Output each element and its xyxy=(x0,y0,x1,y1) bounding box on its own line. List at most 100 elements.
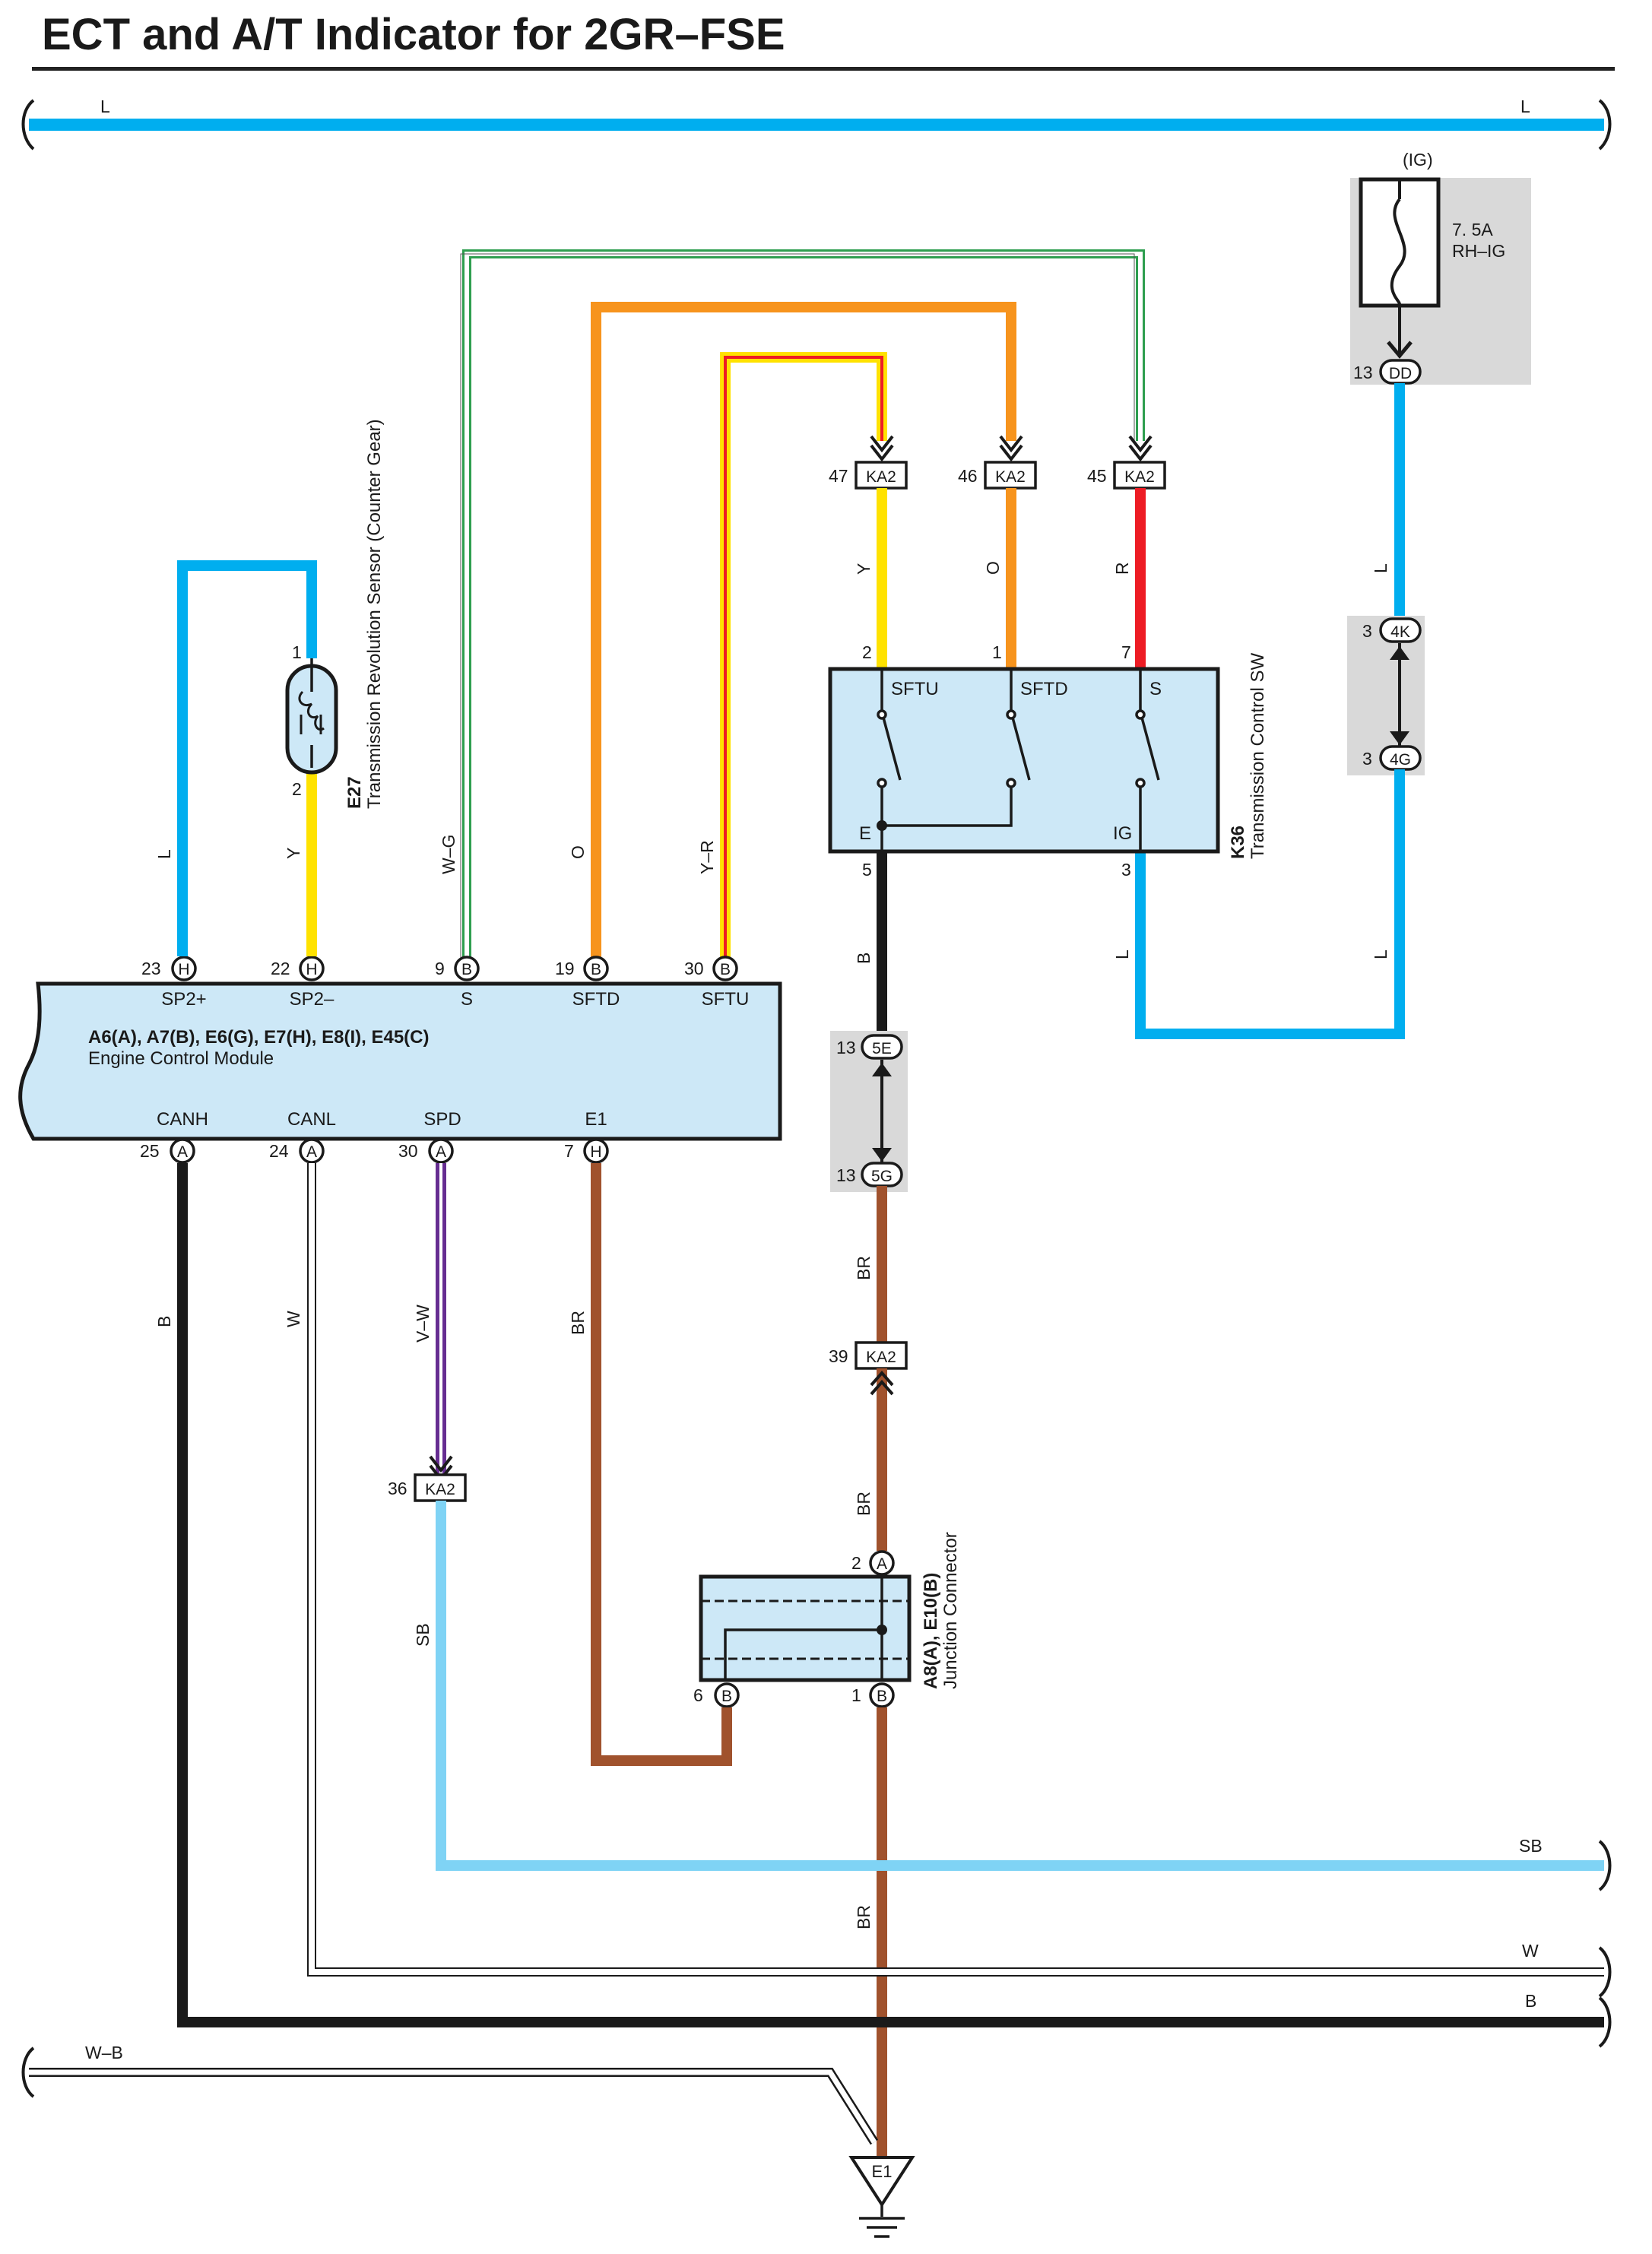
page-title: ECT and A/T Indicator for 2GR–FSE xyxy=(42,10,785,59)
switch-pin-s: 7 xyxy=(1121,642,1131,662)
junction-pin-b6-num: 6 xyxy=(693,1685,703,1705)
connector-ka2-39-pin: 39 xyxy=(829,1346,848,1366)
wire-label-sw-r: R xyxy=(1112,562,1132,575)
connector-5e-pin: 13 xyxy=(836,1038,856,1057)
wire-label-right-l1: L xyxy=(1371,563,1390,573)
connector-ka2-39-code: KA2 xyxy=(866,1349,896,1366)
wire-sb xyxy=(436,1501,1604,1871)
bottom-label-b: B xyxy=(1525,1991,1536,2011)
connector-4k-pin: 3 xyxy=(1362,621,1372,641)
wire-canl-w xyxy=(307,1163,1604,1977)
connector-5g-pin: 13 xyxy=(836,1165,856,1185)
ecm-pin-canl-label: CANL xyxy=(287,1109,336,1130)
wire-label-sw-b: B xyxy=(854,953,874,964)
ecm-pin-sp2p-num: 23 xyxy=(141,959,161,978)
wire-canh-b xyxy=(177,1163,1604,2027)
ecm-pin-sftd-num: 19 xyxy=(555,959,575,978)
wire-label-e1-br: BR xyxy=(568,1311,588,1335)
wire-label-ecm-yr: Y–R xyxy=(697,840,717,874)
wire-label-br-3: BR xyxy=(854,1905,874,1929)
wire-label-canl-w: W xyxy=(284,1311,303,1327)
ecm-pin-canl-num: 24 xyxy=(269,1141,289,1161)
wire-label-right-l2: L xyxy=(1371,949,1390,959)
sensor-name: Transmission Revolution Sensor (Counter … xyxy=(364,419,385,809)
junction-connector: 2 A 6 B 1 B A8(A), E10(B) Junction Conne… xyxy=(693,1532,961,1708)
sensor-pin-2: 2 xyxy=(292,779,302,799)
ecm-pin-spd-conn: A xyxy=(436,1143,446,1161)
ecm-pin-e1-conn: H xyxy=(590,1143,601,1161)
switch-pin-sftu: 2 xyxy=(862,642,872,662)
ecm-pin-s-label: S xyxy=(461,989,473,1010)
bottom-label-sb: SB xyxy=(1519,1836,1543,1856)
ecm-pin-sp2m-label: SP2– xyxy=(290,989,335,1010)
wire-e1-br xyxy=(591,1163,732,1766)
transmission-control-switch: 2 1 7 SFTU SFTD S E IG 5 3 K36 T xyxy=(828,642,1268,880)
wire-ecm-l xyxy=(177,560,317,956)
connector-dd-pin: 13 xyxy=(1353,363,1373,382)
connector-ka2-36: 36 KA2 xyxy=(388,1473,467,1502)
wire-label-spd-vw: V–W xyxy=(413,1305,433,1343)
wire-w-g xyxy=(460,249,1145,967)
connector-5g-code: 5G xyxy=(871,1168,893,1185)
ecm-pin-canh-conn: A xyxy=(177,1143,188,1161)
ecm-pin-sp2m-conn: H xyxy=(306,961,317,978)
bottom-label-wb: W–B xyxy=(85,2043,123,2062)
connector-4g-code: 4G xyxy=(1390,751,1411,769)
top-l-bus: L L xyxy=(21,97,1612,151)
sensor-id: E27 xyxy=(344,776,365,809)
fuse-rating: 7. 5A xyxy=(1452,220,1493,239)
connector-5e-code: 5E xyxy=(872,1040,892,1057)
connector-ka2-39: 39 KA2 xyxy=(829,1341,908,1370)
junction-pin-b1-num: 1 xyxy=(851,1685,861,1705)
switch-label-e: E xyxy=(859,823,871,844)
arrow-ka2-47 xyxy=(870,435,894,462)
junction-name: Junction Connector xyxy=(940,1532,961,1689)
switch-label-sftu: SFTU xyxy=(891,679,939,699)
connector-ka2-36-pin: 36 xyxy=(388,1479,407,1498)
sensor-pin-1: 1 xyxy=(292,642,302,662)
switch-pin-ig: 3 xyxy=(1121,860,1131,880)
ecm-pin-sftu-conn: B xyxy=(720,961,731,978)
wire-label-ecm-wg: W–G xyxy=(439,835,458,874)
ecm-pin-e1-num: 7 xyxy=(564,1141,574,1161)
connector-ka2-46-code: KA2 xyxy=(995,468,1026,486)
ecm-bottom-pins: CANH 25 A CANL 24 A SPD 30 A E1 7 H xyxy=(140,1109,609,1164)
connector-4k-4g: 3 4K 3 4G xyxy=(1347,616,1425,775)
ecm-top-pins: 23 H SP2+ 22 H SP2– 9 B S 19 B SFTD 30 B… xyxy=(141,956,749,1010)
connector-ka2-45: 45 KA2 xyxy=(1087,461,1166,490)
switch-pin-e: 5 xyxy=(862,860,872,880)
connector-ka2-46: 46 KA2 xyxy=(958,461,1037,490)
switch-label-s: S xyxy=(1149,679,1162,699)
connector-ka2-45-code: KA2 xyxy=(1124,468,1155,486)
fuse-rh-ig: (IG) 7. 5A RH–IG xyxy=(1350,150,1531,385)
ecm-pin-s-num: 9 xyxy=(435,959,445,978)
junction-pin-a-conn: A xyxy=(877,1555,887,1573)
ecm-pin-sftu-num: 30 xyxy=(684,959,704,978)
fuse-name: RH–IG xyxy=(1452,241,1505,261)
bus-label-right: L xyxy=(1520,97,1530,116)
wire-label-br-2: BR xyxy=(854,1492,874,1516)
engine-control-module: A6(A), A7(B), E6(G), E7(H), E8(I), E45(C… xyxy=(18,981,782,1141)
wire-label-ecm-l: L xyxy=(154,849,174,859)
ecm-pin-canh-num: 25 xyxy=(140,1141,160,1161)
wire-label-sb: SB xyxy=(413,1623,433,1647)
ecm-pin-s-conn: B xyxy=(461,961,472,978)
switch-name: Transmission Control SW xyxy=(1248,652,1268,859)
switch-label-ig: IG xyxy=(1113,823,1132,844)
ecm-pin-sftd-label: SFTD xyxy=(572,989,620,1010)
title-rule xyxy=(32,67,1615,71)
ecm-pin-sp2p-conn: H xyxy=(178,961,189,978)
connector-4k-code: 4K xyxy=(1390,623,1410,641)
switch-pin-sftd: 1 xyxy=(992,642,1002,662)
ecm-pin-canh-label: CANH xyxy=(157,1109,208,1130)
junction-pin-b6-conn: B xyxy=(721,1688,732,1705)
ecm-ids: A6(A), A7(B), E6(G), E7(H), E8(I), E45(C… xyxy=(88,1027,430,1048)
wire-l-sw-ig xyxy=(1135,769,1405,1039)
arrow-ka2-46 xyxy=(999,435,1023,462)
connector-ka2-47: 47 KA2 xyxy=(829,461,908,490)
connector-ka2-46-pin: 46 xyxy=(958,466,978,486)
connector-5e-5g: 13 5E 13 5G xyxy=(830,1031,908,1192)
connector-ka2-36-code: KA2 xyxy=(425,1481,455,1498)
wire-o xyxy=(591,302,1016,967)
switch-label-sftd: SFTD xyxy=(1020,679,1068,699)
